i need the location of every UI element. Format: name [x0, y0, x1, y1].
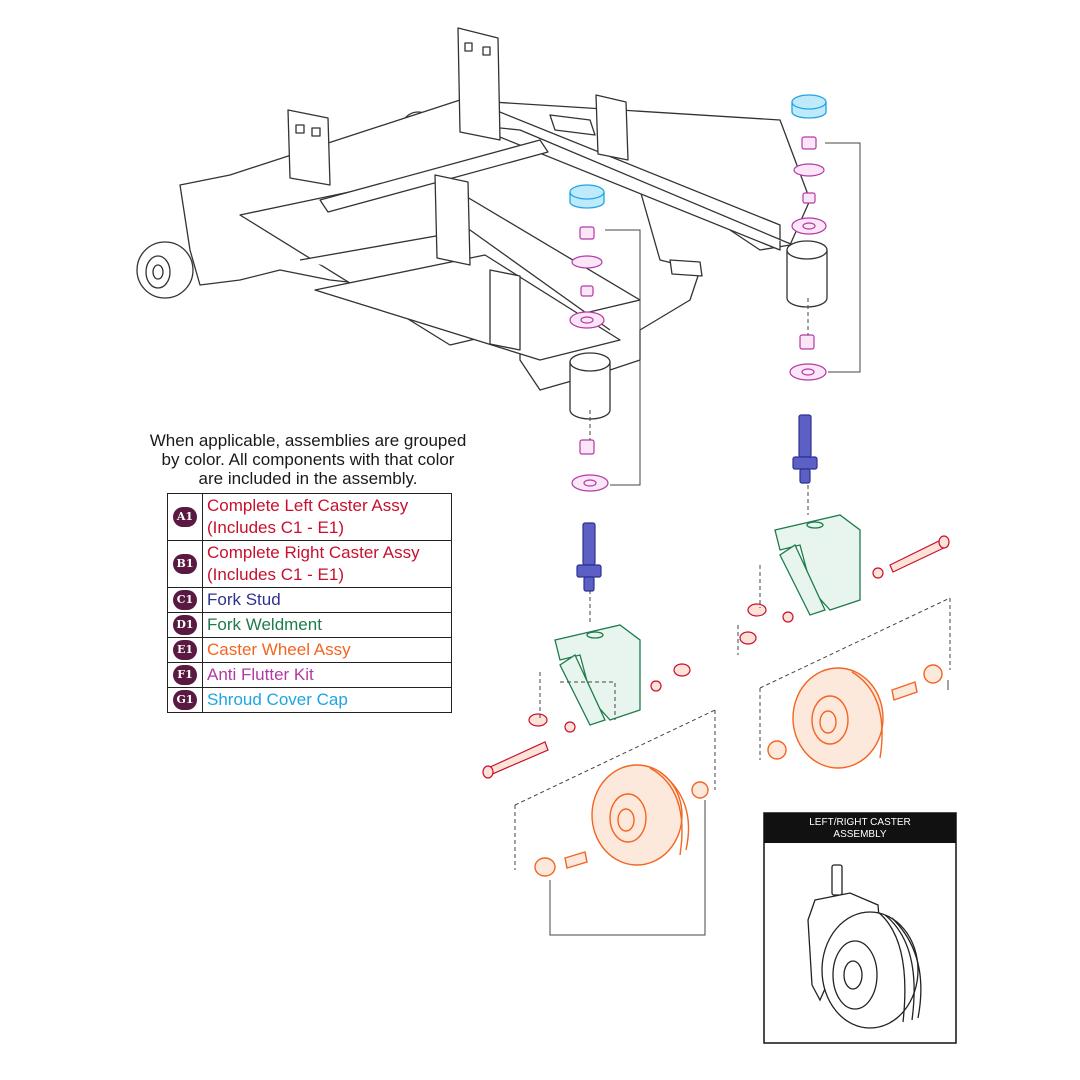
inset-title-line-2: ASSEMBLY [833, 829, 887, 840]
right-housing-tube [786, 240, 828, 308]
note-line-1: When applicable, assemblies are grouped [149, 431, 467, 450]
legend-label-line: (Includes C1 - E1) [207, 518, 344, 537]
right-kit-bracket [825, 142, 861, 373]
right-caster-explode [737, 94, 951, 769]
legend-row-c1: C1 Fork Stud [167, 587, 452, 613]
right-caster-wheel [767, 664, 943, 769]
legend-row-a1: A1 Complete Left Caster Assy (Includes C1 … [167, 493, 452, 541]
right-fork-weldment [774, 514, 861, 616]
legend-code-badge: B1 [173, 554, 197, 574]
inset-title: LEFT/RIGHT CASTER ASSEMBLY [764, 817, 956, 841]
legend-label: Caster Wheel Assy [202, 637, 452, 663]
note-line-2: by color. All components with that color [161, 450, 455, 469]
legend-badge-cell: C1 [167, 587, 203, 613]
right-axle-hardware [739, 535, 950, 645]
left-flutter-stack-bottom [571, 439, 609, 492]
legend-label-line: Complete Right Caster Assy [207, 543, 420, 562]
color-grouping-note: When applicable, assemblies are grouped … [118, 431, 498, 488]
legend-badge-cell: B1 [167, 540, 203, 588]
left-axle-hardware [482, 663, 691, 779]
right-flutter-stack-top [791, 136, 827, 235]
legend-body: A1 Complete Left Caster Assy (Includes C1 … [167, 493, 452, 713]
left-wheel-bracket [549, 800, 706, 936]
legend-row-d1: D1 Fork Weldment [167, 612, 452, 638]
legend-row-b1: B1 Complete Right Caster Assy (Includes C1… [167, 540, 452, 588]
legend-row-e1: E1 Caster Wheel Assy [167, 637, 452, 663]
legend-badge-cell: G1 [167, 687, 203, 713]
left-fork-weldment [554, 624, 641, 726]
legend-badge-cell: A1 [167, 493, 203, 541]
legend-label-line: Anti Flutter Kit [207, 665, 314, 684]
rear-left-wheel [136, 241, 194, 299]
legend-label-line: Shroud Cover Cap [207, 690, 348, 709]
legend-badge-cell: D1 [167, 612, 203, 638]
legend-row-g1: G1 Shroud Cover Cap [167, 687, 452, 713]
right-shroud-cap [791, 94, 827, 119]
legend-label-line: (Includes C1 - E1) [207, 565, 344, 584]
legend-label: Complete Right Caster Assy (Includes C1 -… [202, 540, 452, 588]
inset-assembly-view [763, 812, 957, 1044]
legend-label-line: Complete Left Caster Assy [207, 496, 409, 515]
legend-label-line: Caster Wheel Assy [207, 640, 351, 659]
legend-label-line: Fork Stud [207, 590, 281, 609]
right-guide-lines [737, 298, 951, 760]
legend-code-badge: C1 [173, 590, 197, 610]
left-housing-tube [569, 352, 611, 420]
note-line-3: are included in the assembly. [198, 469, 418, 488]
legend-label: Shroud Cover Cap [202, 687, 452, 713]
parts-legend-table: A1 Complete Left Caster Assy (Includes C1 … [167, 493, 452, 713]
left-caster-explode [482, 184, 716, 936]
legend-label: Fork Weldment [202, 612, 452, 638]
legend-label: Complete Left Caster Assy (Includes C1 - … [202, 493, 452, 541]
left-flutter-stack-top [569, 226, 605, 329]
legend-label-line: Fork Weldment [207, 615, 322, 634]
legend-code-badge: G1 [173, 690, 197, 710]
legend-code-badge: A1 [173, 507, 197, 527]
left-kit-bracket [605, 229, 641, 486]
legend-label: Fork Stud [202, 587, 452, 613]
legend-code-badge: D1 [173, 615, 197, 635]
right-flutter-stack-bottom [789, 334, 827, 381]
legend-code-badge: F1 [173, 665, 197, 685]
right-fork-stud [792, 414, 818, 484]
legend-code-badge: E1 [173, 640, 197, 660]
left-shroud-cap [569, 184, 605, 209]
base-frame [136, 27, 811, 391]
left-caster-wheel [534, 764, 709, 877]
legend-label: Anti Flutter Kit [202, 662, 452, 688]
inset-title-line-1: LEFT/RIGHT CASTER [809, 817, 911, 828]
left-guide-lines [514, 410, 716, 870]
legend-badge-cell: F1 [167, 662, 203, 688]
left-fork-stud [576, 522, 602, 592]
legend-badge-cell: E1 [167, 637, 203, 663]
inset-caster-drawing [807, 864, 922, 1029]
legend-row-f1: F1 Anti Flutter Kit [167, 662, 452, 688]
